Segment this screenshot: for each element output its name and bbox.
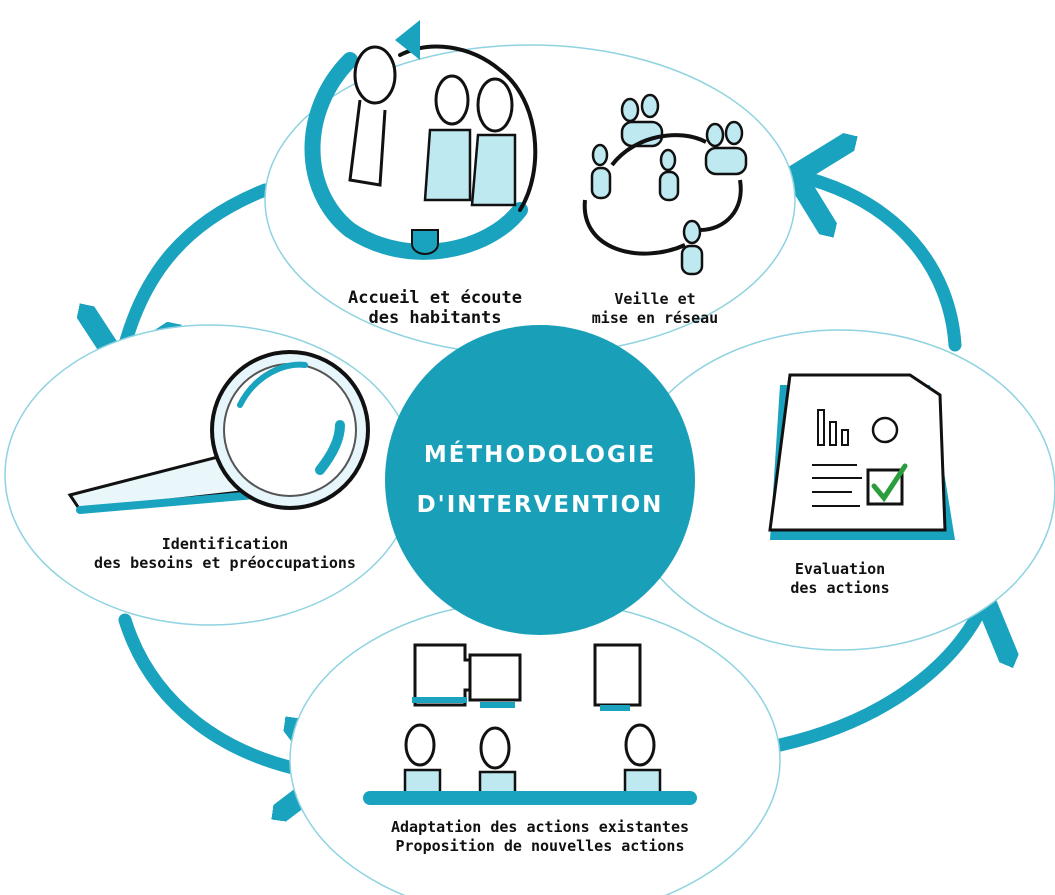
arrow-top-to-left — [120, 183, 272, 365]
step-label-evaluation: Evaluation des actions — [790, 560, 890, 597]
step-label-adaptation: Adaptation des actions existantes Propos… — [390, 818, 689, 855]
step-label-veille: Veille et mise en réseau — [591, 290, 719, 327]
evaluation-illustration — [768, 373, 955, 540]
puzzle-illustration — [363, 643, 697, 805]
step-label-identification: Identification des besoins et préoccupat… — [94, 535, 356, 572]
center-title-line2: D'INTERVENTION — [416, 492, 664, 518]
network-illustration — [582, 93, 748, 276]
magnifier-illustration — [67, 350, 370, 514]
step-label-accueil: Accueil et écoute des habitants — [348, 288, 522, 328]
center-circle — [385, 325, 695, 635]
arrow-bottom-to-right — [773, 600, 985, 752]
arrow-right-to-top — [795, 175, 962, 352]
reception-illustration — [304, 20, 538, 260]
center-title-line1: MÉTHODOLOGIE — [423, 442, 657, 468]
center-title: MÉTHODOLOGIE D'INTERVENTION — [385, 430, 695, 530]
